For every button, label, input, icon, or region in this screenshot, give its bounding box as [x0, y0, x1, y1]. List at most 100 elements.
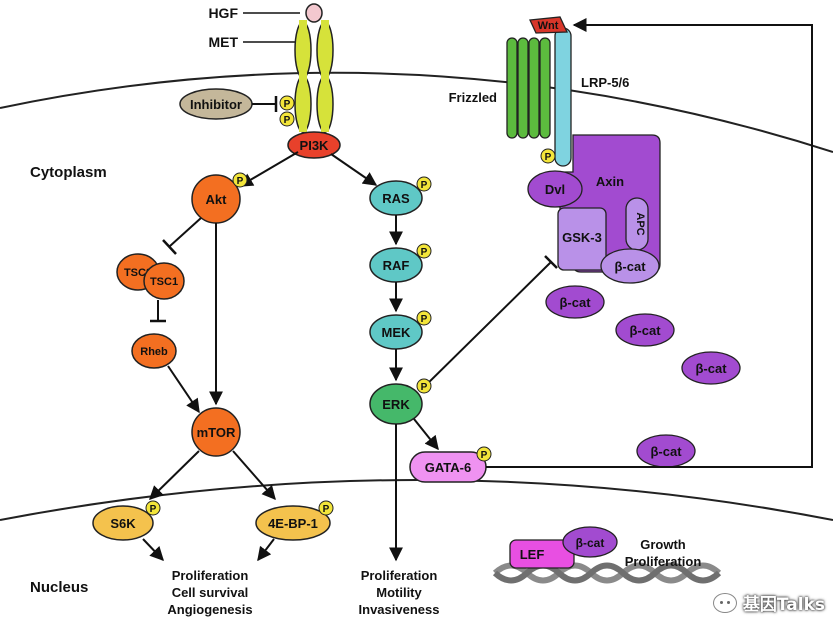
rheb-label: Rheb	[140, 346, 168, 358]
outcome-middle-line-1: Proliferation	[361, 568, 438, 583]
phospho-marker-erk-label: P	[421, 382, 428, 393]
outcome-left-line-1: Proliferation	[172, 568, 249, 583]
phospho-marker-met-1	[279, 95, 295, 111]
mtor-label: mTOR	[197, 425, 236, 440]
lef-label: LEF	[520, 547, 545, 562]
nucleus-label: Nucleus	[30, 579, 88, 596]
wnt-ligand	[529, 16, 569, 34]
watermark: 基因Talks	[712, 590, 825, 615]
dna-helix	[492, 562, 722, 584]
wnt-label: Wnt	[538, 20, 559, 32]
edge-pi3k-akt	[238, 151, 299, 187]
met-linker-left	[299, 20, 307, 132]
phospho-markers: P P P P P P P P P P P	[145, 95, 556, 516]
hgf-ligand	[305, 3, 323, 23]
cytoplasm-label: Cytoplasm	[30, 164, 107, 181]
phospho-marker-gata6-label: P	[481, 450, 488, 461]
phospho-marker-erk	[416, 378, 432, 394]
met-label: MET	[208, 34, 238, 50]
phospho-marker-ras	[416, 176, 432, 192]
phospho-marker-ras-label: P	[421, 180, 428, 191]
bcat-nuclear-label: β-cat	[576, 536, 605, 550]
edge-akt-tsc	[169, 217, 202, 247]
bcat-nuclear-node	[562, 526, 618, 558]
inhibitor-label: Inhibitor	[190, 97, 242, 112]
akt-label: Akt	[206, 192, 228, 207]
frizzled-helix-1	[506, 37, 518, 139]
s6k-label: S6K	[110, 516, 136, 531]
edge-gata6-wnt	[486, 18, 813, 468]
watermark-text: 基因Talks	[742, 595, 825, 615]
phospho-marker-lrp-label: P	[545, 152, 552, 163]
phospho-marker-raf-label: P	[421, 247, 428, 258]
wechat-logo-icon	[712, 592, 737, 613]
edge-rheb-mtor	[167, 365, 200, 414]
bcat-free-1	[545, 285, 605, 319]
rheb-node	[131, 333, 177, 369]
gata6-label: GATA-6	[425, 460, 471, 475]
frizzled-helix-3	[528, 37, 540, 139]
phospho-marker-gata6	[476, 446, 492, 462]
outcome-right-line-2: Proliferation	[625, 554, 702, 569]
tsc1-label: TSC1	[150, 276, 178, 288]
phospho-marker-s6k-label: P	[150, 504, 157, 515]
hgf-label: HGF	[208, 5, 238, 21]
phospho-marker-s6k	[145, 500, 161, 516]
raf-label: RAF	[383, 258, 410, 273]
phospho-marker-mek	[416, 310, 432, 326]
frizzled-helix-2	[517, 37, 529, 139]
bcat-free-1-label: β-cat	[559, 295, 591, 310]
edge-erk-gsk3-bar	[544, 255, 558, 269]
outcome-middle-line-3: Invasiveness	[359, 602, 440, 617]
frizzled-label: Frizzled	[449, 90, 497, 105]
bcat-free-2-label: β-cat	[629, 323, 661, 338]
phospho-marker-4ebp1-label: P	[323, 504, 330, 515]
edge-s6k-outcome	[142, 538, 164, 562]
bcat-free-3-label: β-cat	[695, 361, 727, 376]
ras-label: RAS	[382, 191, 410, 206]
s6k-node	[92, 505, 154, 541]
outcome-right-line-1: Growth	[640, 537, 686, 552]
bcat-complex-node	[600, 248, 660, 284]
edge-akt-tsc-bar	[162, 239, 177, 255]
phospho-marker-met-2-label: P	[284, 115, 291, 126]
edge-4ebp1-outcome	[257, 538, 275, 562]
4ebp1-label: 4E-BP-1	[268, 516, 318, 531]
met-linker-right	[321, 20, 329, 132]
phospho-marker-met-1-label: P	[284, 99, 291, 110]
apc-label: APC	[634, 212, 646, 235]
axin-label: Axin	[596, 174, 624, 189]
erk-label: ERK	[382, 397, 410, 412]
lrp-label: LRP-5/6	[581, 75, 629, 90]
phospho-marker-met-2	[279, 111, 295, 127]
phospho-marker-mek-label: P	[421, 314, 428, 325]
cell-membrane	[0, 71, 833, 153]
outcome-left-line-2: Cell survival	[172, 585, 249, 600]
tsc1-node	[143, 262, 185, 300]
lrp-receptor	[554, 27, 572, 167]
pi3k-node	[287, 131, 341, 159]
edge-pi3k-ras	[330, 153, 378, 186]
edge-erk-gsk3	[419, 261, 552, 392]
outcome-middle-line-2: Motility	[376, 585, 422, 600]
bcat-complex-label: β-cat	[614, 259, 646, 274]
dvl-label: Dvl	[545, 182, 565, 197]
edge-erk-gata6	[413, 418, 439, 451]
mek-label: MEK	[382, 325, 412, 340]
phospho-marker-4ebp1	[318, 500, 334, 516]
outcome-left-line-3: Angiogenesis	[167, 602, 252, 617]
phospho-marker-lrp	[540, 148, 556, 164]
edge-mtor-s6k	[148, 450, 200, 500]
frizzled-helix-4	[539, 37, 551, 139]
gsk3-label: GSK-3	[562, 230, 602, 245]
dvl-node	[527, 170, 583, 208]
phospho-marker-akt	[232, 172, 248, 188]
bcat-free-2	[615, 313, 675, 347]
4ebp1-node	[255, 505, 331, 541]
mtor-node	[191, 407, 241, 457]
edge-mtor-4ebp1	[232, 450, 276, 501]
phospho-marker-akt-label: P	[237, 176, 244, 187]
phospho-marker-raf	[416, 243, 432, 259]
gsk3-node	[557, 207, 607, 271]
